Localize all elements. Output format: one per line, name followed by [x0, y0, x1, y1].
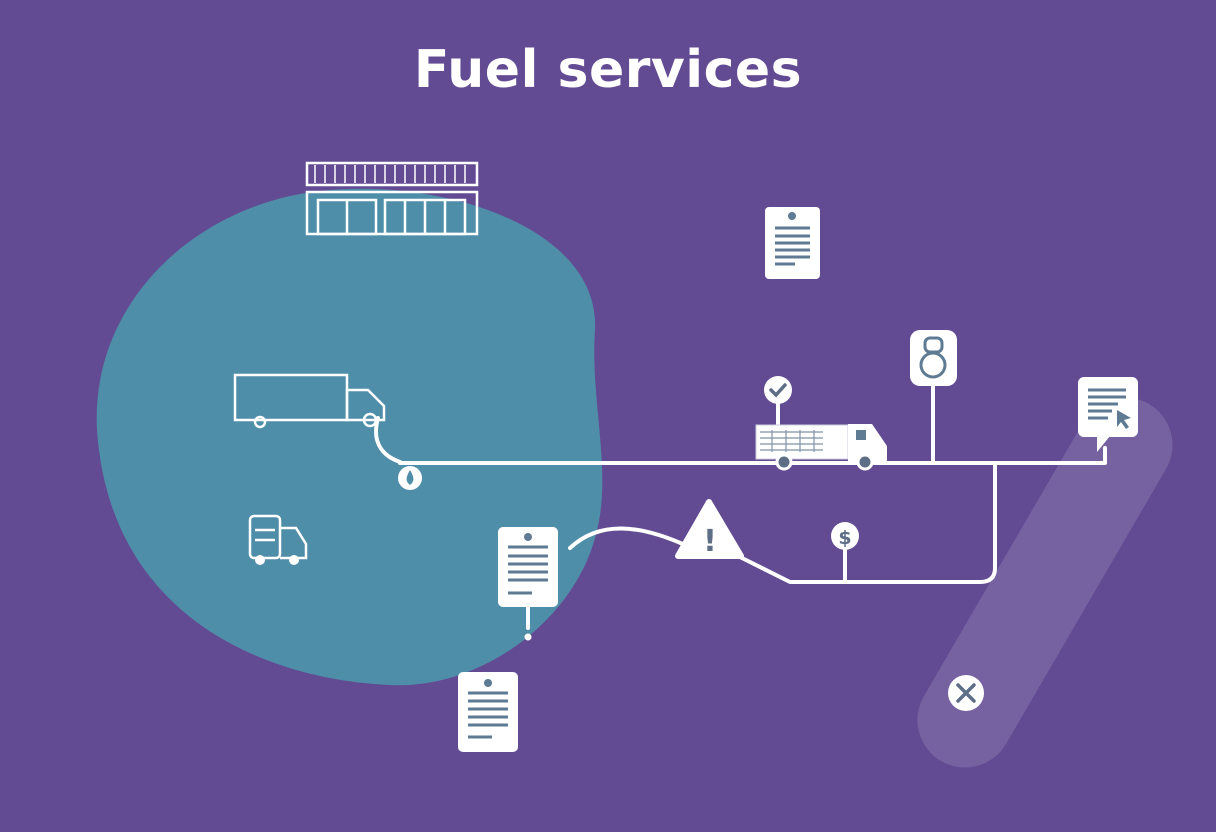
cargo-truck-icon	[755, 424, 887, 471]
document-icon[interactable]	[765, 207, 820, 279]
page-title: Fuel services	[413, 40, 803, 100]
receipt-document-icon[interactable]	[458, 672, 518, 752]
main-route-line	[398, 446, 1107, 465]
branch-route-curve	[568, 526, 687, 550]
check-icon[interactable]	[764, 376, 792, 404]
connector-dot	[524, 633, 532, 641]
warning-glyph: !	[703, 524, 717, 559]
lock-icon[interactable]	[910, 330, 957, 386]
warning-icon[interactable]: !	[675, 499, 744, 559]
tanker-truck-icon	[233, 373, 386, 429]
fuel-station-building-icon	[305, 161, 479, 236]
dollar-glyph: $	[838, 527, 851, 549]
dollar-icon[interactable]: $	[831, 522, 859, 550]
service-area-blob	[96, 188, 603, 686]
tools-icon[interactable]	[948, 675, 984, 711]
branch-route-line	[738, 461, 997, 584]
invoice-document-icon[interactable]	[498, 527, 558, 607]
highlight-band	[917, 397, 1173, 768]
report-cursor-icon[interactable]	[1078, 377, 1138, 452]
delivery-van-icon	[248, 514, 308, 565]
fuel-drop-icon	[398, 466, 422, 490]
